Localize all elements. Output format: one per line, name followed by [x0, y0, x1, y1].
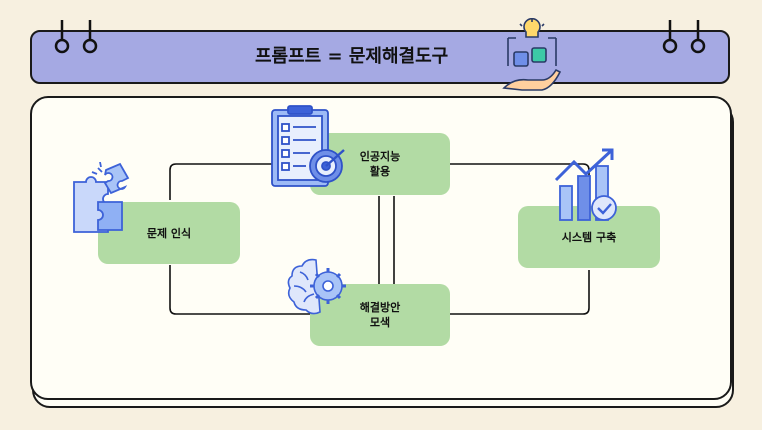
- brain-gear-icon: [287, 258, 346, 315]
- clipboard-target-icon: [271, 105, 345, 187]
- page-title: 프롬프트 = 문제해결도구: [255, 46, 449, 67]
- binder-rings-right: [662, 20, 706, 54]
- chart-growth-icon: [554, 148, 617, 221]
- idea-puzzle-hand-icon: [502, 18, 562, 91]
- binder-rings-left: [54, 20, 98, 54]
- header-bar: [30, 30, 730, 84]
- puzzle-icon: [73, 162, 130, 233]
